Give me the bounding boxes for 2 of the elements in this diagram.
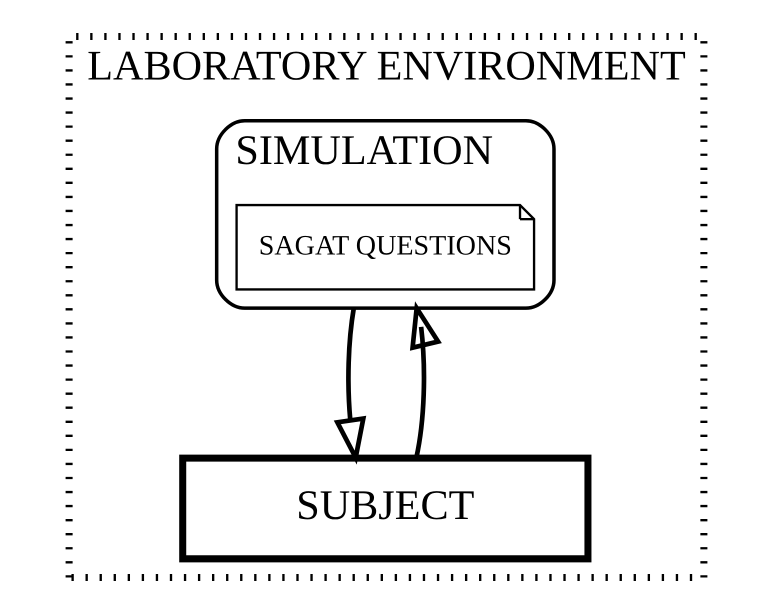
- arrow: [334, 308, 366, 465]
- node-box: SUBJECT: [179, 454, 592, 562]
